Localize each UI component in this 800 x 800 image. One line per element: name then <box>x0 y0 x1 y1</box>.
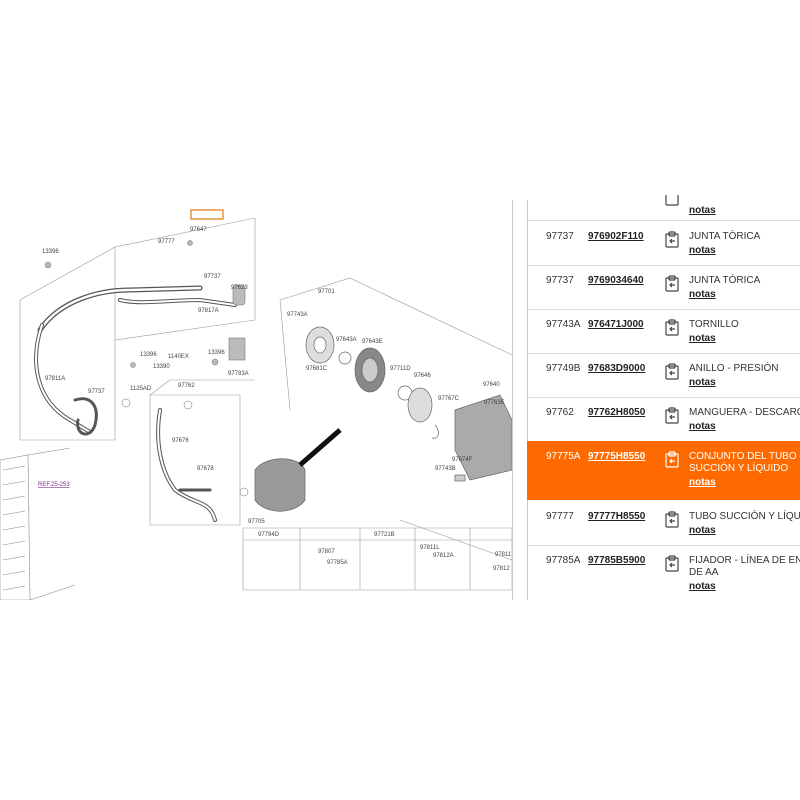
part-description: MANGUERA - DESCARGA <box>689 407 800 418</box>
part-number-link[interactable]: 9769034640 <box>588 275 644 286</box>
part-row[interactable]: 97737 9769034640 JUNTA TÓRICA notas <box>527 265 800 310</box>
part-number-link[interactable]: 97775H8550 <box>588 451 646 462</box>
part-row[interactable]: 97749B 97683D9000 ANILLO - PRESIÓN notas <box>527 353 800 398</box>
part-callout-label: 97678 <box>197 466 214 472</box>
add-to-list-icon[interactable] <box>665 363 679 380</box>
part-callout-label: 97743A <box>287 312 308 318</box>
part-callout-label: 1125AD <box>130 386 152 392</box>
part-callout-label: 97643E <box>362 339 383 345</box>
part-number-link[interactable]: 97777H8550 <box>588 511 646 522</box>
note-icon <box>665 195 679 206</box>
part-number-link[interactable]: 97785B5900 <box>588 555 646 566</box>
part-row[interactable]: 97785A 97785B5900 FIJADOR - LÍNEA DE ENFR … <box>527 545 800 600</box>
compressor-drawing <box>254 326 512 512</box>
notes-link[interactable]: notas <box>689 525 716 536</box>
part-callout-label: 97794D <box>258 532 280 538</box>
part-callout-label: 97643A <box>336 337 357 343</box>
part-callout-label: 13396 <box>140 352 157 358</box>
notes-link[interactable]: notas <box>689 333 716 344</box>
condenser-drawing <box>0 447 76 600</box>
parts-diagram: 97647 97777 13396 97737 97623 97817A 13396 1140… <box>0 209 512 600</box>
part-label-layer: 97647 97777 13396 97737 97623 97817A 13396 1140… <box>42 227 512 572</box>
part-callout-label: 97721B <box>374 532 395 538</box>
part-callout-label: 97817A <box>198 308 219 314</box>
part-callout-label: 13390 <box>153 364 170 370</box>
divider <box>527 200 528 600</box>
part-callout-label: 97807 <box>318 549 335 555</box>
part-description: JUNTA TÓRICA <box>689 231 761 242</box>
part-callout-label: 97785A <box>327 560 348 566</box>
part-callout-label: 97623 <box>231 285 248 291</box>
notes-link[interactable]: notas <box>689 377 716 388</box>
part-callout-label: 1140EX <box>168 354 189 360</box>
part-callout-label: 97705 <box>248 519 265 525</box>
add-to-list-icon[interactable] <box>665 275 679 292</box>
part-callout-label: 97737 <box>88 389 105 395</box>
part-description: TORNILLO <box>689 319 739 330</box>
add-to-list-icon[interactable] <box>665 407 679 424</box>
divider <box>512 200 513 600</box>
part-description: FIJADOR - LÍNEA DE ENFR DE AA <box>689 555 800 578</box>
part-callout-label: 97743B <box>435 466 456 472</box>
part-callout-label: 97681C <box>306 366 328 372</box>
part-callout-label: 97646 <box>414 373 431 379</box>
part-row[interactable]: 97743A 976471J000 TORNILLO notas <box>527 309 800 354</box>
part-callout-label: 97762 <box>178 383 195 389</box>
part-ref: 97762 <box>546 407 574 418</box>
part-callout-label: 97763E <box>484 400 505 406</box>
notes-link[interactable]: notas <box>689 205 716 216</box>
ref-link[interactable]: REF.25-253 <box>38 482 70 488</box>
part-row[interactable]: 97777 97777H8550 TUBO SUCCIÓN Y LÍQUIDO not… <box>527 501 800 546</box>
part-number-link[interactable]: 97762H8050 <box>588 407 646 418</box>
part-ref: 97777 <box>546 511 574 522</box>
part-row[interactable]: 97737 976902F110 JUNTA TÓRICA notas <box>527 221 800 266</box>
top-row-fragment: notas <box>527 195 800 221</box>
part-description: ANILLO - PRESIÓN <box>689 363 779 374</box>
part-callout-label: 97640 <box>483 382 500 388</box>
part-callout-label: 97701 <box>318 289 335 295</box>
part-description: JUNTA TÓRICA <box>689 275 761 286</box>
part-callout-label: 97737 <box>204 274 221 280</box>
part-callout-label: 97676 <box>172 438 189 444</box>
part-ref: 97749B <box>546 363 581 374</box>
part-callout-label: 97674F <box>452 457 473 463</box>
part-row[interactable]: 97762 97762H8050 MANGUERA - DESCARGA notas <box>527 397 800 442</box>
add-to-list-icon[interactable] <box>665 451 679 468</box>
part-callout-label: 97783A <box>228 371 249 377</box>
part-callout-label: 97811L <box>420 545 440 551</box>
part-ref: 97775A <box>546 451 581 462</box>
part-row[interactable]: 97775A 97775H8550 CONJUNTO DEL TUBO - SUCC… <box>527 441 800 500</box>
part-callout-label: 97767C <box>438 396 460 402</box>
part-number-link[interactable]: 976902F110 <box>588 231 644 242</box>
part-description: TUBO SUCCIÓN Y LÍQUIDO <box>689 511 800 522</box>
add-to-list-icon[interactable] <box>665 231 679 248</box>
part-callout-label: 97647 <box>190 227 207 233</box>
add-to-list-icon[interactable] <box>665 555 679 572</box>
hose-drawing <box>34 285 237 522</box>
part-callout-label: 97812 <box>493 566 510 572</box>
notes-link[interactable]: notas <box>689 245 716 256</box>
notes-link[interactable]: notas <box>689 289 716 300</box>
notes-link[interactable]: notas <box>689 477 716 488</box>
part-callout-label: 97777 <box>158 239 175 245</box>
part-ref: 97743A <box>546 319 581 330</box>
part-number-link[interactable]: 97683D9000 <box>588 363 646 374</box>
part-callout-label: 97811A <box>45 376 65 382</box>
part-callout-label: 97711D <box>390 366 411 372</box>
part-callout-label: 13396 <box>42 249 59 255</box>
part-callout-label: 97811 <box>495 552 512 558</box>
part-ref: 97737 <box>546 275 574 286</box>
part-callout-label: 13396 <box>208 350 225 356</box>
part-number-link[interactable]: 976471J000 <box>588 319 644 330</box>
notes-link[interactable]: notas <box>689 421 716 432</box>
notes-link[interactable]: notas <box>689 581 716 592</box>
part-description: CONJUNTO DEL TUBO - SUCCIÓN Y LÍQUIDO <box>689 451 800 474</box>
part-callout-label: 97812A <box>433 553 454 559</box>
add-to-list-icon[interactable] <box>665 319 679 336</box>
part-ref: 97785A <box>546 555 581 566</box>
part-ref: 97737 <box>546 231 574 242</box>
add-to-list-icon[interactable] <box>665 511 679 528</box>
